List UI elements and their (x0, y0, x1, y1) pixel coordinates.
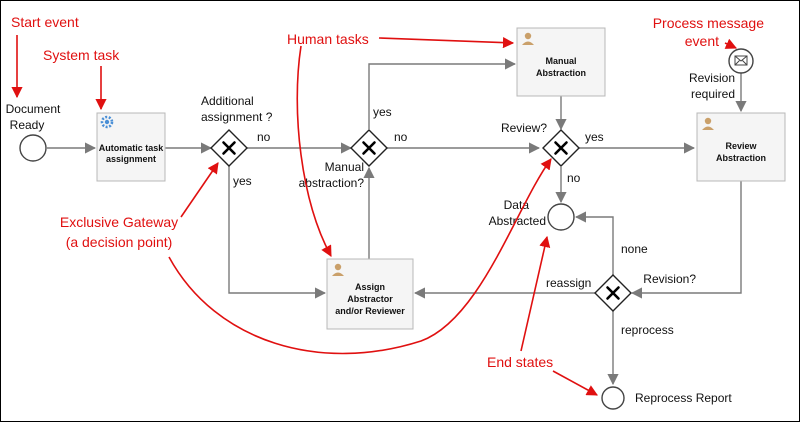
message-event (728, 48, 754, 74)
annotation-human-tasks: Human tasks (287, 31, 369, 47)
pointer-end-state-report (552, 370, 598, 396)
pointer-gateway-review (168, 158, 552, 355)
gear-icon (100, 115, 114, 129)
annotation-start-event: Start event (11, 14, 79, 30)
person-icon (522, 32, 534, 45)
gateway-review-label: Review? (501, 121, 547, 135)
flow-label-yes: yes (233, 174, 252, 188)
annotation-exclusive-gateway: Exclusive Gateway(a decision point) (60, 214, 178, 250)
pointer-end-state-data (520, 235, 551, 352)
flow-label-reassign: reassign (546, 276, 591, 290)
gateway-additional-assignment (210, 129, 248, 167)
end-event-data-abstracted (547, 203, 575, 231)
annotation-end-states: End states (487, 354, 553, 370)
x-icon (554, 141, 568, 155)
flow-label-none: none (621, 242, 648, 256)
person-icon (332, 263, 344, 276)
person-icon (702, 117, 714, 130)
flow-additional-yes (228, 166, 327, 299)
gateway-manual-abstraction (350, 129, 388, 167)
gateway-revision (594, 274, 632, 312)
x-icon (362, 141, 376, 155)
flow-revision-none (574, 211, 614, 275)
flow-label-no: no (394, 130, 408, 144)
flow-label-yes: yes (585, 130, 604, 144)
annotation-system-task: System task (43, 47, 120, 63)
gateway-revision-label: Revision? (643, 272, 696, 286)
pointer-gateway-additional (180, 162, 219, 218)
pointer-human-task-assign (296, 45, 332, 257)
end-event-report-label: Reprocess Report (635, 391, 732, 405)
gateway-review (542, 129, 580, 167)
flow-label-no: no (257, 130, 271, 144)
flow-manual-yes (368, 58, 517, 129)
x-icon (606, 286, 620, 300)
end-event-reprocess (601, 386, 625, 410)
pointer-human-task-manual (378, 37, 515, 49)
start-event (19, 134, 47, 162)
flow-label-yes: yes (373, 105, 392, 119)
pointer-message-event (724, 38, 738, 49)
x-icon (222, 141, 236, 155)
flow-review-to-revision (630, 179, 742, 299)
flow-label-no: no (567, 171, 581, 185)
flow-label-reprocess: reprocess (621, 323, 674, 337)
